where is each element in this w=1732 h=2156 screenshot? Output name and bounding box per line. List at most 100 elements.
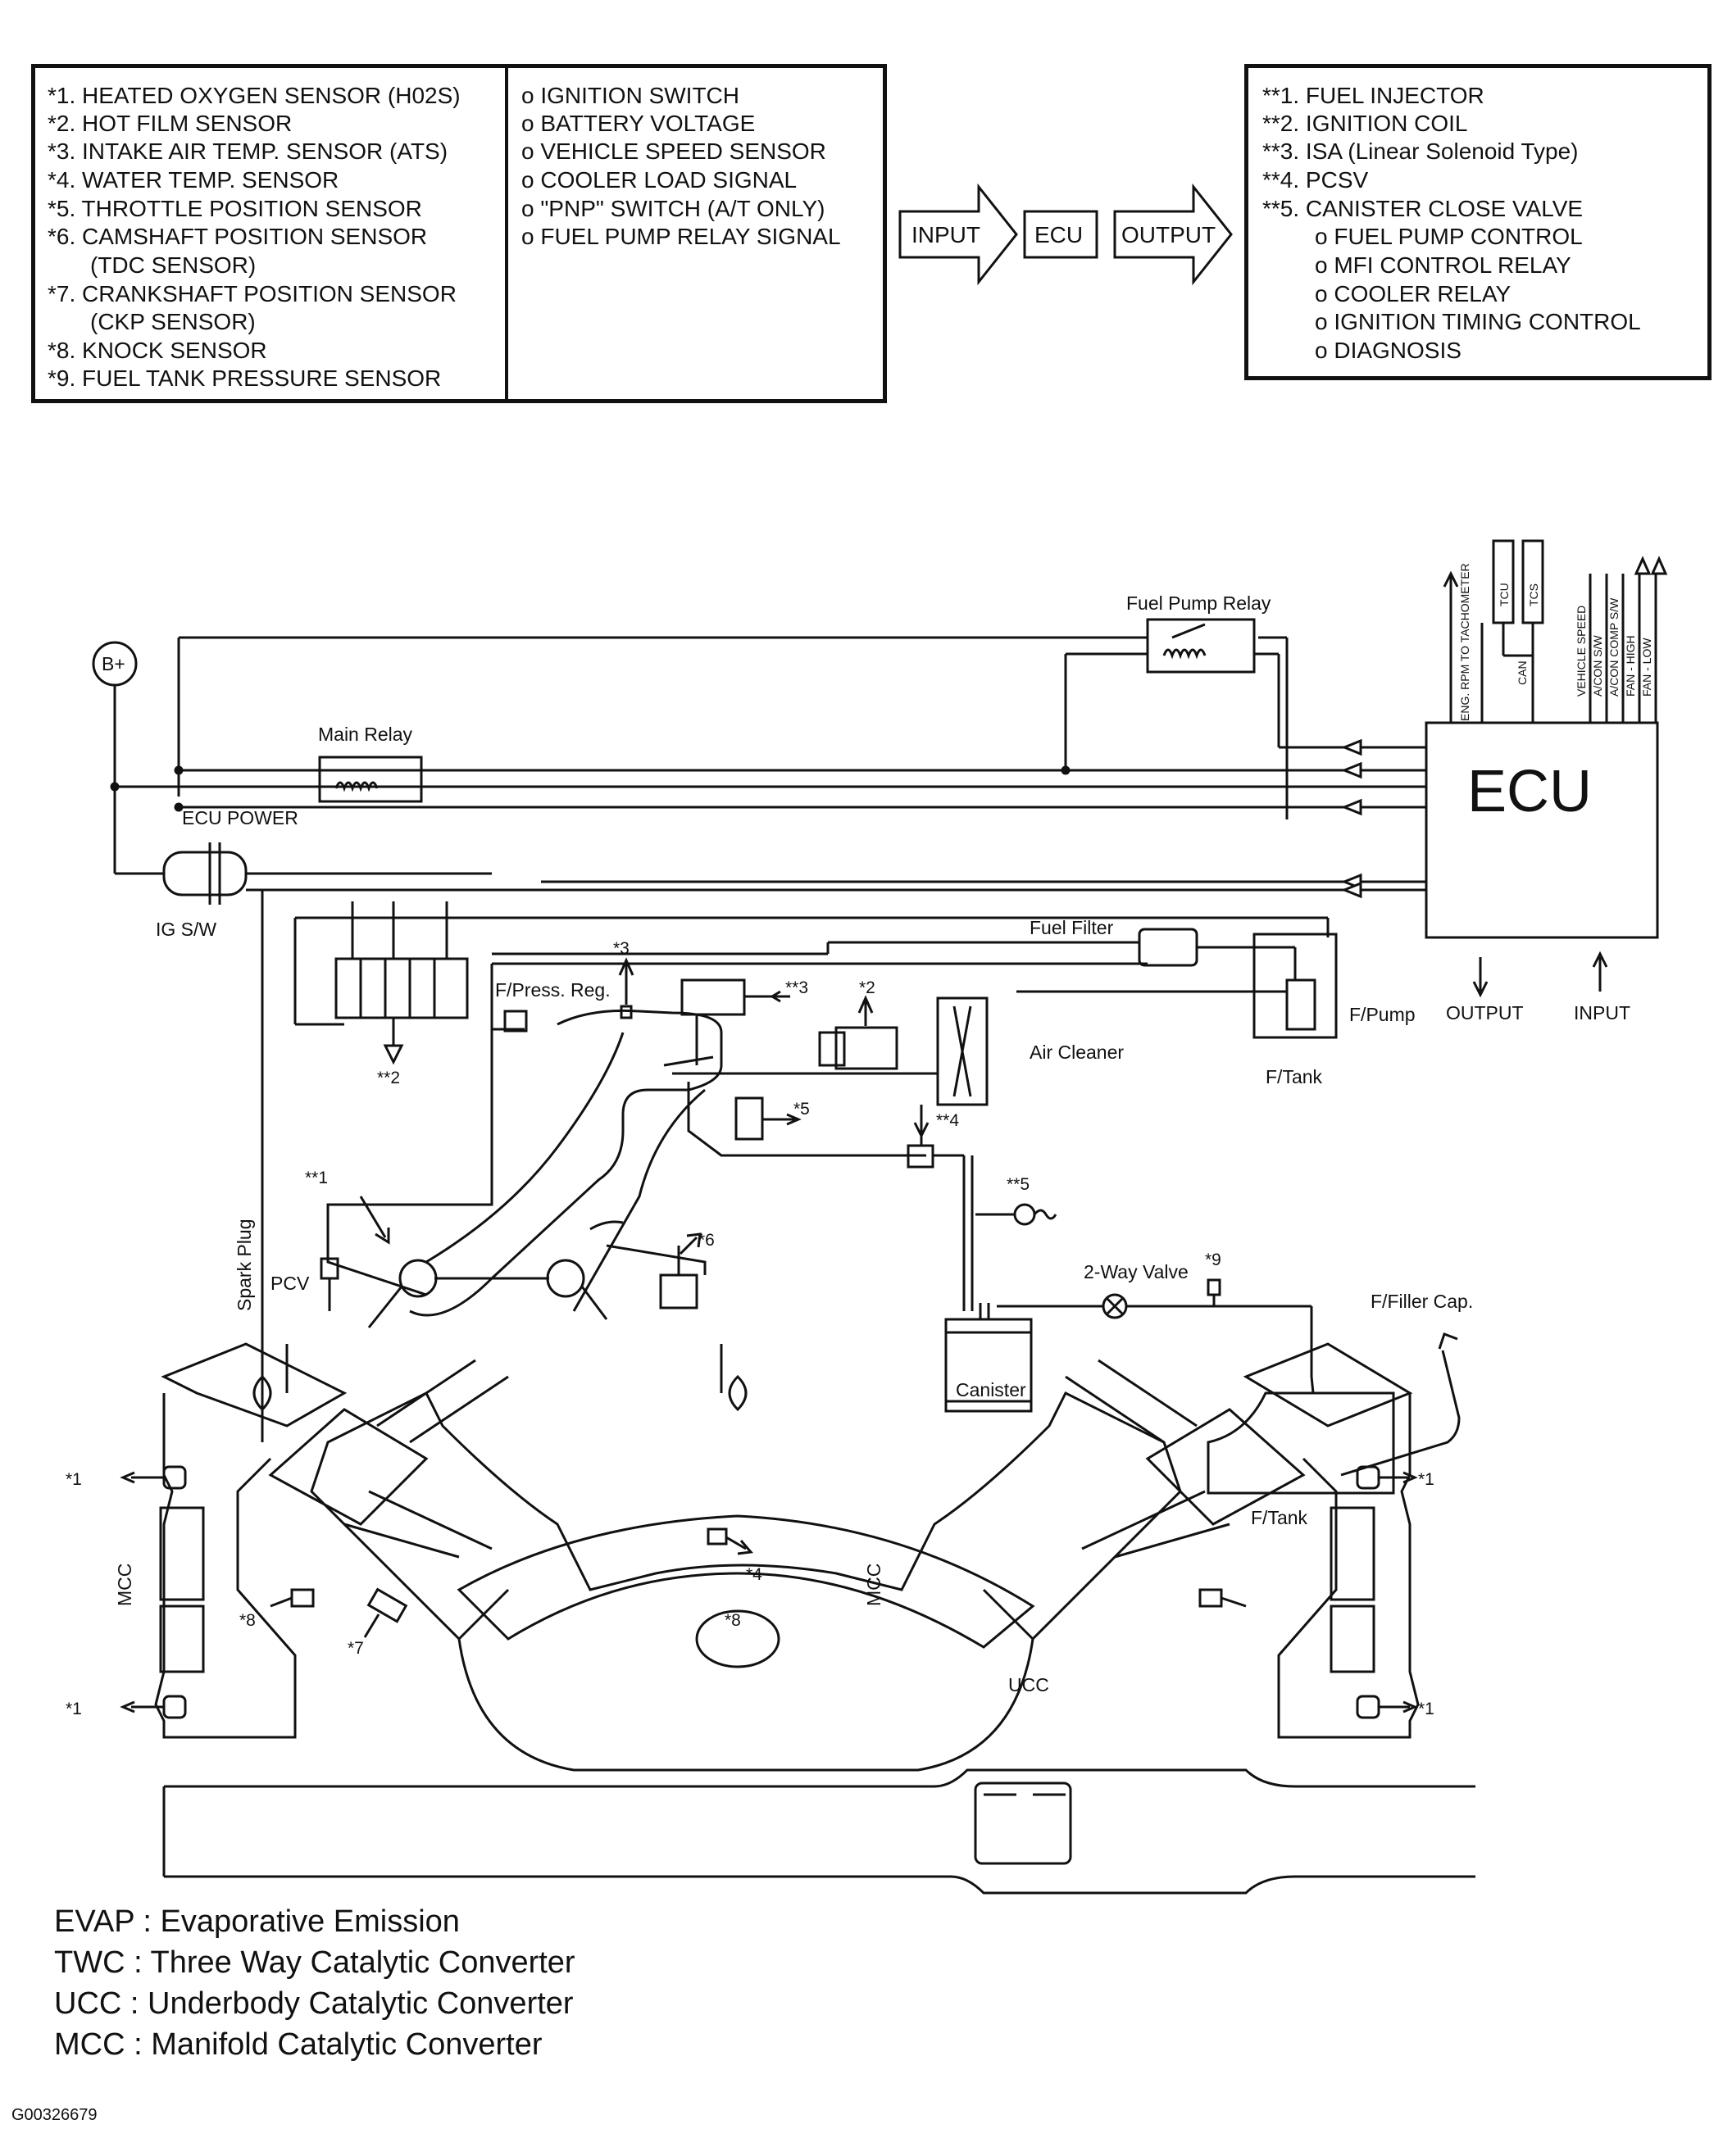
legend-evap: EVAP : Evaporative Emission (54, 1904, 460, 1939)
sensor-6: *6. CAMSHAFT POSITION SENSOR (48, 224, 428, 249)
callout-1-right-top: *1 (1418, 1470, 1434, 1489)
sensor-7-sub: (CKP SENSOR) (90, 309, 256, 334)
fuel-filter-label: Fuel Filter (1030, 917, 1114, 938)
callout-o4: **4 (936, 1111, 959, 1130)
callout-o2: **2 (377, 1069, 400, 1087)
signal-acon-comp-sw: A/CON COMP S/W (1607, 597, 1621, 697)
mcc-left-label: MCC (114, 1564, 135, 1606)
output-3: **3. ISA (Linear Solenoid Type) (1262, 138, 1579, 164)
crankshaft-center (695, 1609, 780, 1668)
output-9: o IGNITION TIMING CONTROL (1315, 309, 1641, 334)
air-cleaner-label: Air Cleaner (1030, 1042, 1124, 1063)
callout-1-left-bottom: *1 (66, 1700, 82, 1718)
crank-position-sensor-shape (366, 1587, 408, 1623)
output-6: o FUEL PUMP CONTROL (1315, 224, 1583, 249)
mcc-left-shape (159, 1506, 205, 1601)
flow-input-label: INPUT (911, 222, 980, 247)
two-way-valve-label: 2-Way Valve (1084, 1261, 1189, 1282)
input-table-divider (505, 68, 508, 399)
signal-tcu: TCU (1498, 583, 1511, 606)
legend-twc: TWC : Three Way Catalytic Converter (54, 1945, 575, 1980)
ecu-input-label: INPUT (1574, 1002, 1630, 1024)
output-5: **5. CANISTER CLOSE VALVE (1262, 196, 1584, 221)
signal-4: o COOLER LOAD SIGNAL (521, 167, 798, 193)
output-table (1244, 64, 1712, 380)
sensor-8: *8. KNOCK SENSOR (48, 338, 267, 363)
output-8: o COOLER RELAY (1315, 281, 1512, 306)
sensor-9: *9. FUEL TANK PRESSURE SENSOR (48, 365, 442, 391)
signal-can: CAN (1516, 660, 1529, 685)
ecu-label: ECU (1467, 759, 1592, 824)
press-reg-connector (503, 1010, 528, 1033)
isa-valve-shape (680, 978, 746, 1016)
legend-ucc: UCC : Underbody Catalytic Converter (54, 1986, 574, 2021)
output-7: o MFI CONTROL RELAY (1315, 252, 1571, 278)
canister-close-valve-shape (1013, 1203, 1036, 1226)
flow-output-label: OUTPUT (1121, 222, 1216, 247)
signal-1: o IGNITION SWITCH (521, 83, 739, 108)
callout-8-left: *8 (239, 1611, 256, 1630)
signal-fan-low: FAN - LOW (1640, 638, 1653, 697)
callout-1-left-top: *1 (66, 1470, 82, 1489)
ecu-power-label: ECU POWER (182, 807, 298, 828)
fuel-pump-relay-shape (1146, 618, 1256, 674)
output-1: **1. FUEL INJECTOR (1262, 83, 1484, 108)
sensor-6-sub: (TDC SENSOR) (90, 252, 257, 278)
signal-vehicle-speed: VEHICLE SPEED (1575, 606, 1588, 697)
ig-sw-label: IG S/W (156, 919, 216, 940)
input-arrow-shape (898, 183, 1018, 286)
sensor-3: *3. INTAKE AIR TEMP. SENSOR (ATS) (48, 138, 448, 164)
f-press-reg-label: F/Press. Reg. (495, 979, 611, 1001)
signal-6: o FUEL PUMP RELAY SIGNAL (521, 224, 841, 249)
sensor-7: *7. CRANKSHAFT POSITION SENSOR (48, 281, 457, 306)
mcc-right-label: MCC (863, 1564, 884, 1606)
b-plus-label: B+ (102, 653, 125, 674)
signal-5: o "PNP" SWITCH (A/T ONLY) (521, 196, 825, 221)
callout-8-right: *8 (725, 1611, 741, 1630)
sensor-2: *2. HOT FILM SENSOR (48, 111, 293, 136)
knock-sensor-right (1198, 1588, 1223, 1608)
output-2: **2. IGNITION COIL (1262, 111, 1468, 136)
ucc-converter-shape (974, 1782, 1072, 1865)
fuel-pump-relay-label: Fuel Pump Relay (1126, 592, 1271, 614)
ecu-box-shape (1425, 721, 1659, 939)
callout-3-top: *3 (613, 939, 630, 958)
knock-sensor-left (290, 1588, 315, 1608)
spark-plug-label: Spark Plug (234, 1219, 255, 1311)
fuel-filter-shape (1138, 928, 1198, 967)
signal-3: o VEHICLE SPEED SENSOR (521, 138, 826, 164)
engine-block-outline (310, 1391, 1182, 1772)
pcv-label: PCV (270, 1273, 310, 1294)
sensor-1: *1. HEATED OXYGEN SENSOR (H02S) (48, 83, 461, 108)
sensor-4: *4. WATER TEMP. SENSOR (48, 167, 339, 193)
callout-4: *4 (746, 1565, 762, 1584)
fuel-pump-tank-shape (1252, 933, 1338, 1039)
canister-label: Canister (956, 1379, 1026, 1400)
main-relay-label: Main Relay (318, 724, 413, 745)
main-relay-shape (318, 756, 423, 803)
ignition-switch-shape (162, 851, 248, 896)
f-tank-pump-label: F/Tank (1266, 1066, 1323, 1087)
hot-film-sensor-shape (834, 1026, 898, 1070)
figure-id: G00326679 (11, 2106, 98, 2124)
signal-acon-sw: A/CON S/W (1591, 635, 1604, 697)
tank-pressure-sensor-shape (1207, 1278, 1221, 1296)
output-4: **4. PCSV (1262, 167, 1369, 193)
signal-2: o BATTERY VOLTAGE (521, 111, 756, 136)
callout-5: *5 (793, 1100, 810, 1119)
throttle-position-sensor-shape (734, 1096, 764, 1141)
air-cleaner-shape (936, 996, 989, 1106)
cam-position-sensor-shape (659, 1273, 698, 1309)
flow-ecu-label: ECU (1034, 222, 1083, 247)
mcc-right-shape (1330, 1506, 1375, 1601)
callout-o3: **3 (785, 978, 808, 997)
input-table (31, 64, 887, 403)
water-temp-sensor-shape (707, 1527, 728, 1546)
ucc-label: UCC (1008, 1674, 1049, 1695)
signal-fan-high: FAN - HIGH (1624, 635, 1637, 697)
injector-bank-right (546, 1259, 585, 1298)
output-10: o DIAGNOSIS (1315, 338, 1462, 363)
signal-eng-rpm: ENG. RPM TO TACHOMETER (1458, 563, 1471, 721)
callout-6: *6 (698, 1231, 715, 1250)
